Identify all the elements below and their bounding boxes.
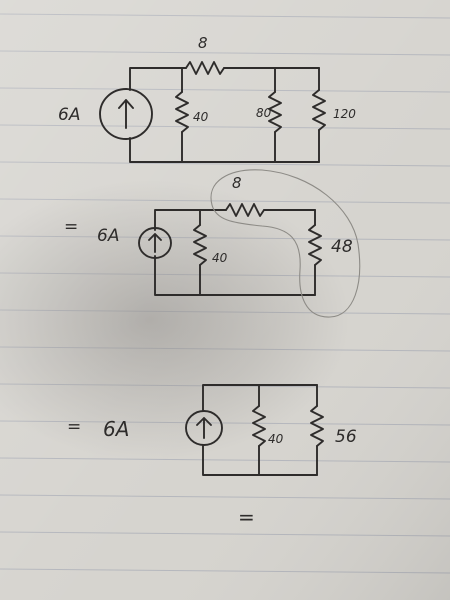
up-arrow-icon: [118, 99, 134, 129]
source-label: 6A: [97, 226, 119, 246]
circuit-reduced-1: [138, 203, 322, 296]
resistor-label: 8: [198, 34, 208, 52]
wire: [129, 137, 320, 163]
resistor-label: 120: [333, 107, 356, 121]
wire: [129, 67, 187, 91]
resistor-120: [312, 89, 326, 131]
resistor-48: [308, 224, 322, 266]
source-label: 6A: [103, 417, 129, 441]
up-arrow-icon: [148, 233, 162, 253]
resistor-label: 48: [331, 237, 353, 257]
series-resistor-8: [185, 61, 225, 75]
resistor-label: 56: [335, 427, 357, 447]
series-resistor-8: [225, 203, 265, 217]
resistor-label: 40: [268, 432, 284, 446]
resistor-40: [252, 405, 266, 447]
resistor-40: [175, 91, 189, 133]
wire: [154, 209, 227, 231]
circuit-reduced-2: [185, 384, 324, 476]
equals-sign: =: [64, 217, 78, 237]
wire: [154, 255, 316, 296]
resistor-label: 40: [212, 251, 228, 265]
circuit-original: [99, 61, 326, 163]
wire: [202, 445, 318, 476]
wire: [202, 384, 318, 411]
equals-sign: =: [67, 417, 81, 437]
resistor-40: [193, 224, 207, 266]
resistor-label: 80: [256, 106, 272, 120]
current-source-symbol: [99, 88, 153, 140]
current-source-symbol: [185, 410, 223, 446]
resistor-label: 8: [232, 174, 242, 192]
resistor-label: 40: [193, 110, 209, 124]
trailing-equals-sign: =: [238, 505, 255, 529]
source-label: 6A: [58, 105, 80, 125]
up-arrow-icon: [196, 417, 212, 439]
resistor-80: [268, 91, 282, 133]
current-source-symbol: [138, 227, 172, 259]
resistor-56: [310, 405, 324, 447]
grouping-loop: [210, 169, 361, 318]
